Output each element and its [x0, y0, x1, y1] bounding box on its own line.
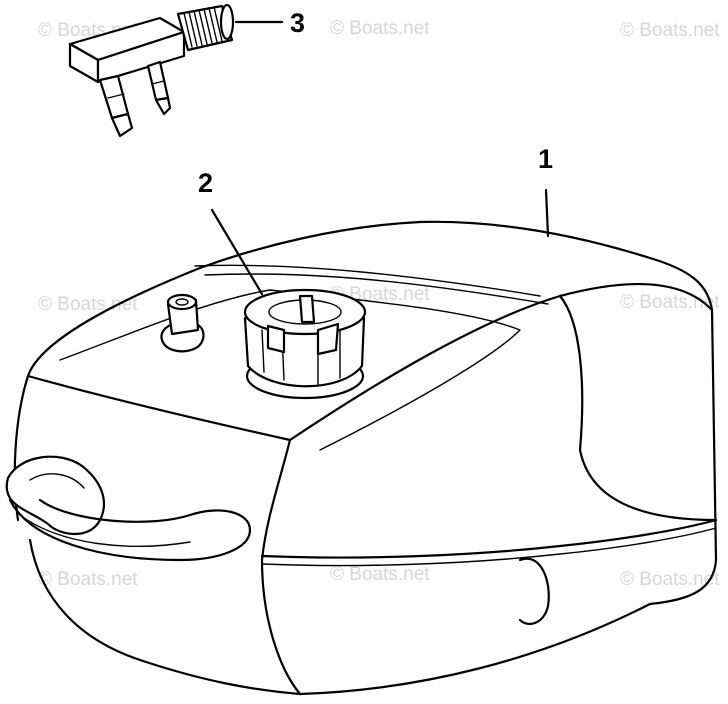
leader-lines: [210, 20, 550, 296]
filler-cap-drawing: [243, 288, 367, 400]
watermark-layer: © Boats.net © Boats.net © Boats.net © Bo…: [38, 18, 720, 590]
callout-3: 3: [290, 8, 305, 38]
watermark: © Boats.net: [620, 20, 720, 41]
watermark: © Boats.net: [38, 569, 138, 590]
callouts: 1 2 3: [198, 8, 553, 198]
fuel-tank-drawing: [5, 220, 718, 696]
watermark: © Boats.net: [330, 18, 430, 39]
callout-2: 2: [198, 168, 213, 198]
watermark: © Boats.net: [330, 564, 430, 585]
leader-line-2: [210, 208, 264, 296]
callout-1: 1: [538, 144, 553, 174]
watermark: © Boats.net: [38, 294, 138, 315]
leader-line-1: [544, 188, 550, 238]
fuel-connector-drawing: [68, 3, 235, 138]
watermark: © Boats.net: [620, 569, 720, 590]
